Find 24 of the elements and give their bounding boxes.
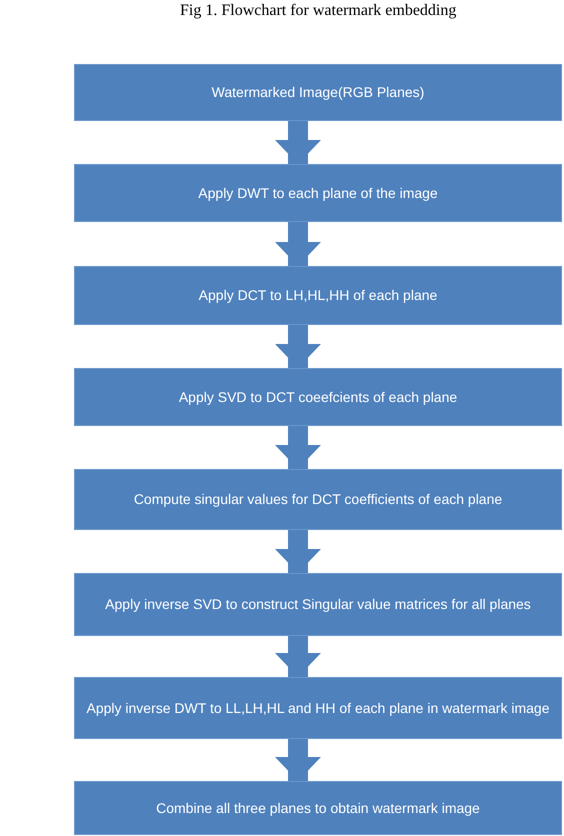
arrow bbox=[275, 739, 321, 781]
process-box bbox=[74, 64, 562, 121]
arrow bbox=[275, 222, 321, 266]
step-text: Apply SVD to DCT coeefcients of each plane bbox=[178, 388, 458, 406]
process-box bbox=[74, 781, 562, 835]
arrow bbox=[275, 530, 321, 573]
step-text: Apply DCT to LH,HL,HH of each plane bbox=[198, 286, 438, 305]
arrow bbox=[275, 325, 321, 368]
step-text: Apply inverse DWT to LL,LH,HL and HH of each plane in watermark image bbox=[86, 698, 550, 718]
step-text: Combine all three planes to obtain watermark image bbox=[155, 798, 481, 818]
step-text: Apply DWT to each plane of the image bbox=[197, 184, 439, 202]
figure-caption: Fig 1. Flowchart for watermark embedding bbox=[180, 2, 458, 20]
step-text: Compute singular values for DCT coefficients of each plane bbox=[132, 490, 504, 509]
step-text: Watermarked Image(RGB Planes) bbox=[210, 83, 426, 102]
step-text: Apply inverse SVD to construct Singular value matrices for all planes bbox=[104, 595, 532, 614]
process-box bbox=[74, 677, 562, 739]
process-box bbox=[74, 368, 562, 426]
arrow bbox=[275, 426, 321, 469]
process-box bbox=[74, 266, 562, 325]
arrow bbox=[275, 121, 321, 164]
arrow bbox=[275, 636, 321, 677]
process-box bbox=[74, 573, 562, 636]
process-box bbox=[74, 164, 562, 222]
process-box bbox=[74, 469, 562, 530]
